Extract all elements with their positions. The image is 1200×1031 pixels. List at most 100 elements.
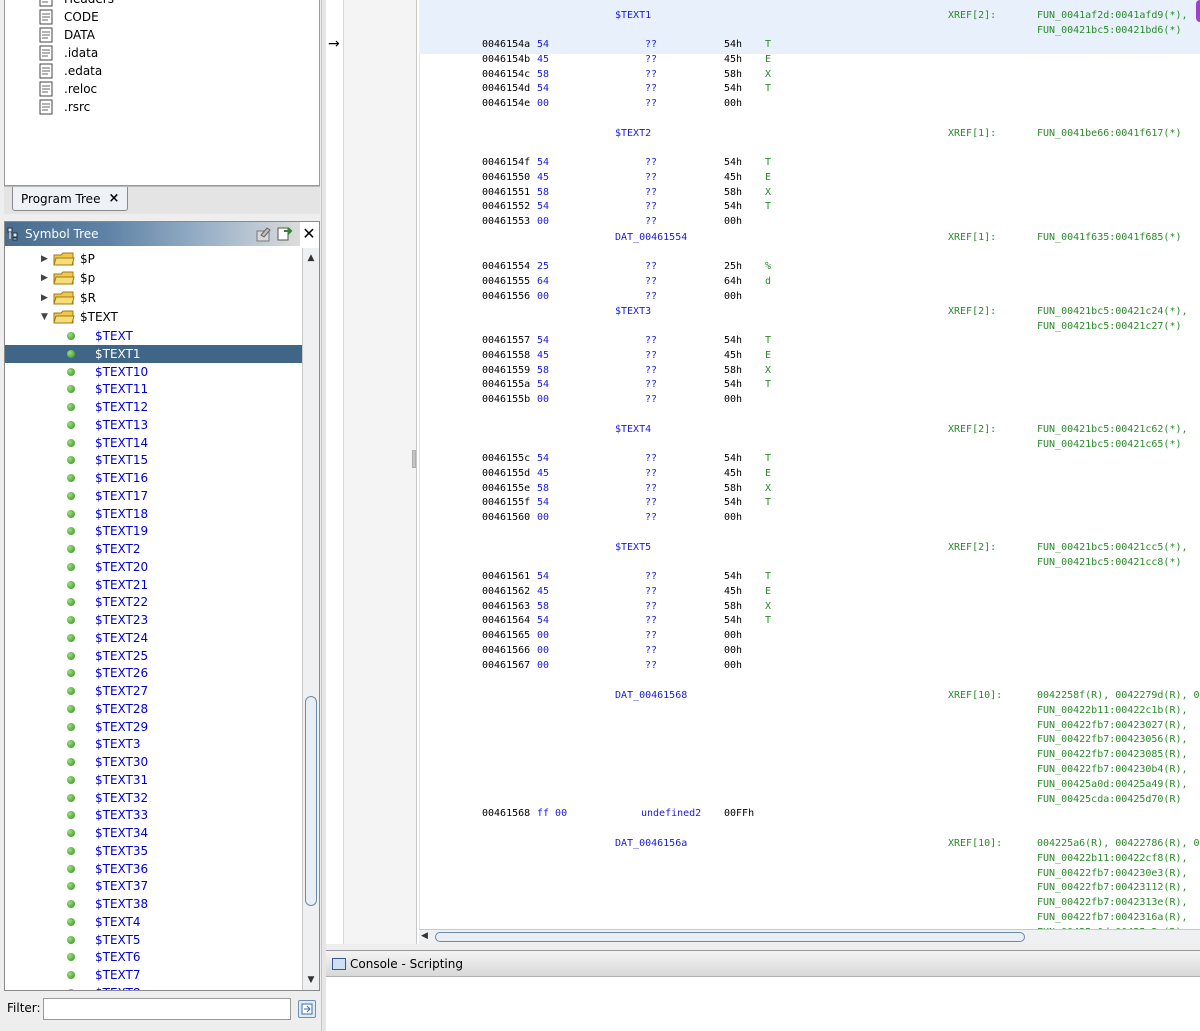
- symbol-tree-item[interactable]: $TEXT14: [5, 434, 302, 452]
- navigate-icon[interactable]: [276, 225, 294, 243]
- symbol-tree-item[interactable]: $TEXT18: [5, 505, 302, 523]
- listing-address: 00461559: [482, 364, 531, 376]
- collapsed-arrow-icon[interactable]: ▶: [41, 293, 48, 303]
- symbol-tree-item[interactable]: $TEXT15: [5, 451, 302, 469]
- symbol-tree-item[interactable]: $TEXT27: [5, 682, 302, 700]
- symbol-tree-item-label: $TEXT11: [95, 382, 149, 397]
- symbol-tree-item[interactable]: $TEXT17: [5, 487, 302, 505]
- symbol-tree-item[interactable]: $TEXT26: [5, 664, 302, 682]
- symbol-tree-item[interactable]: $TEXT3: [5, 735, 302, 753]
- listing-mnemonic: ??: [645, 261, 658, 272]
- symbol-tree-item[interactable]: $TEXT16: [5, 469, 302, 487]
- symbol-icon: [67, 456, 75, 465]
- symbol-tree-item[interactable]: $TEXT4: [5, 913, 302, 931]
- symbol-tree-item[interactable]: $TEXT31: [5, 771, 302, 789]
- scrollbar-thumb[interactable]: [305, 696, 317, 906]
- symbol-icon: [67, 864, 75, 873]
- collapsed-arrow-icon[interactable]: ▶: [41, 254, 48, 264]
- symbol-tree-item[interactable]: $TEXT10: [5, 363, 302, 381]
- symbol-tree-item[interactable]: $TEXT19: [5, 522, 302, 540]
- symbol-tree-item[interactable]: $TEXT: [5, 327, 302, 345]
- create-namespace-icon[interactable]: [255, 225, 273, 243]
- listing-mnemonic: ??: [645, 482, 658, 494]
- listing-value: 45h: [724, 467, 743, 479]
- symbol-tree-item[interactable]: $TEXT30: [5, 753, 302, 771]
- symbol-tree-item[interactable]: $TEXT36: [5, 860, 302, 878]
- symbol-tree-item[interactable]: $TEXT21: [5, 576, 302, 594]
- filter-options-button[interactable]: [298, 1000, 316, 1018]
- symbol-icon: [67, 740, 75, 749]
- listing-address: 0046155c: [482, 453, 531, 464]
- listing-char: T: [765, 497, 772, 509]
- symbol-tree-item[interactable]: $TEXT37: [5, 877, 302, 895]
- symbol-tree-item[interactable]: $TEXT29: [5, 718, 302, 736]
- symbol-tree-item-label: $TEXT27: [95, 684, 149, 698]
- listing-value: 45h: [724, 53, 743, 65]
- symbol-tree-item-label: $TEXT36: [95, 861, 149, 876]
- close-icon[interactable]: ✕: [302, 224, 316, 243]
- symbol-icon: [67, 332, 75, 340]
- symbol-tree-item[interactable]: $TEXT5: [5, 931, 302, 949]
- symbol-tree-item-label: $TEXT25: [95, 648, 149, 663]
- xref-entry: FUN_00422fb7:00423027(R),: [1037, 719, 1188, 731]
- symbol-tree-item[interactable]: $TEXT2: [5, 540, 302, 558]
- program-tree-item[interactable]: Headers: [38, 0, 114, 8]
- expanded-arrow-icon[interactable]: ▼: [41, 312, 48, 322]
- splitter-grip[interactable]: [412, 450, 416, 468]
- symbol-tree-folder[interactable]: ▶$R: [5, 289, 302, 307]
- symbol-icon: [67, 687, 75, 695]
- program-tree-item[interactable]: .edata: [38, 62, 102, 80]
- listing-mnemonic: ??: [645, 335, 658, 346]
- symbol-tree-item[interactable]: $TEXT22: [5, 593, 302, 611]
- symbol-tree-item[interactable]: $TEXT12: [5, 398, 302, 416]
- symbol-tree-item[interactable]: $TEXT11: [5, 380, 302, 398]
- symbol-tree-item-label: $TEXT38: [95, 897, 149, 911]
- program-tree-item[interactable]: CODE: [38, 8, 99, 26]
- scroll-left-arrow-icon[interactable]: ◀: [421, 931, 428, 941]
- listing-char: X: [765, 364, 772, 376]
- symbol-tree-item[interactable]: $TEXT20: [5, 558, 302, 576]
- program-tree-item[interactable]: .idata: [38, 44, 98, 62]
- folder-icon: [53, 252, 75, 266]
- symbol-tree-folder[interactable]: ▶$p: [5, 269, 302, 287]
- folder-icon: [53, 271, 75, 285]
- symbol-tree-item[interactable]: $TEXT24: [5, 629, 302, 647]
- symbol-tree-item[interactable]: $TEXT35: [5, 842, 302, 860]
- program-tree-item[interactable]: .reloc: [38, 80, 97, 98]
- listing-bytes: 00: [537, 216, 550, 228]
- scroll-down-arrow-icon[interactable]: ▼: [307, 975, 315, 985]
- program-tree-item[interactable]: DATA: [38, 26, 95, 44]
- symbol-icon: [67, 882, 75, 891]
- symbol-tree-folder[interactable]: ▶$P: [5, 250, 302, 268]
- listing-horizontal-scrollbar[interactable]: ◀: [419, 929, 1200, 944]
- symbol-tree-item[interactable]: $TEXT32: [5, 789, 302, 807]
- panel-splitter[interactable]: [321, 0, 326, 1031]
- collapsed-arrow-icon[interactable]: ▶: [41, 273, 48, 283]
- symbol-tree-item[interactable]: $TEXT13: [5, 416, 302, 434]
- symbol-tree-item[interactable]: $TEXT33: [5, 806, 302, 824]
- symbol-tree-item[interactable]: $TEXT25: [5, 647, 302, 665]
- listing-char: d: [765, 275, 772, 287]
- scrollbar-thumb[interactable]: [435, 932, 1025, 942]
- xref-entry: FUN_00421bc5:00421cc5(*),: [1037, 542, 1188, 553]
- listing-bytes: 45: [537, 53, 550, 65]
- symbol-tree-item[interactable]: $TEXT1: [5, 344, 302, 363]
- symbol-tree-item[interactable]: $TEXT6: [5, 948, 302, 966]
- listing-char: E: [765, 585, 772, 597]
- tab-program-tree[interactable]: Program Tree ×: [12, 187, 129, 211]
- symbol-tree-item[interactable]: $TEXT34: [5, 824, 302, 842]
- xref-entry: FUN_00422b11:00422cf8(R),: [1037, 852, 1188, 864]
- program-tree-item[interactable]: .rsrc: [38, 98, 90, 116]
- symbol-tree-item[interactable]: $TEXT8: [5, 984, 302, 990]
- close-icon[interactable]: ×: [108, 191, 120, 206]
- symbol-tree-item[interactable]: $TEXT23: [5, 611, 302, 629]
- symbol-tree-item[interactable]: $TEXT38: [5, 895, 302, 913]
- symbol-tree-item-label: $TEXT7: [95, 968, 141, 982]
- symbol-tree-scrollbar[interactable]: ▲ ▼: [302, 248, 319, 990]
- scroll-up-arrow-icon[interactable]: ▲: [307, 253, 315, 263]
- symbol-tree-folder[interactable]: ▼$TEXT: [5, 308, 302, 326]
- symbol-tree-item[interactable]: $TEXT7: [5, 966, 302, 984]
- symbol-tree-item[interactable]: $TEXT28: [5, 700, 302, 718]
- filter-input[interactable]: [43, 998, 291, 1020]
